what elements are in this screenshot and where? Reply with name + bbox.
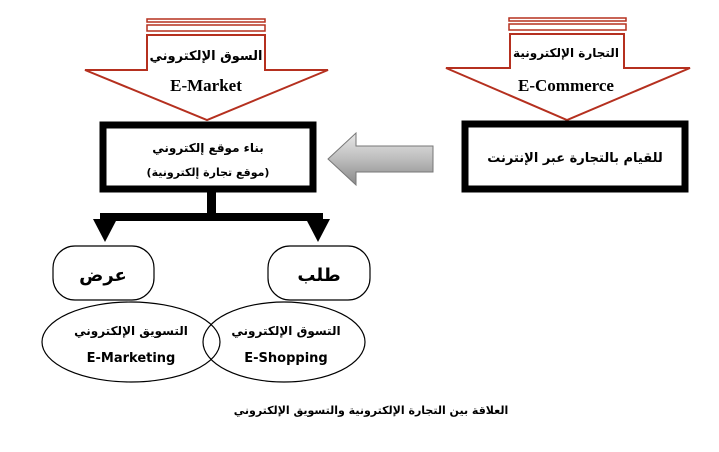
build-website-text: بناء موقع إلكتروني	[152, 141, 263, 156]
ecommerce-site-text: (موقع تجارة إلكترونية)	[147, 166, 270, 179]
internet-trade-box: للقيام بالتجارة عبر الإنترنت	[461, 120, 689, 193]
e-market-arabic-label: السوق الإلكتروني	[150, 49, 263, 64]
offer-text: عرض	[79, 265, 127, 286]
e-commerce-arabic-label: التجارة الإلكترونية	[513, 46, 619, 61]
offer-box: عرض	[52, 245, 155, 301]
internet-trade-text: للقيام بالتجارة عبر الإنترنت	[487, 151, 663, 166]
demand-box: طلب	[267, 245, 371, 301]
e-market-arrow: السوق الإلكتروني E-Market	[84, 18, 329, 122]
e-shopping-ellipse	[202, 301, 366, 383]
branch-connector	[93, 192, 330, 242]
demand-text: طلب	[297, 265, 340, 286]
e-shopping-arabic-label: التسوق الإلكتروني	[231, 324, 340, 339]
e-marketing-arabic-label: التسويق الإلكتروني	[74, 324, 188, 339]
gray-left-arrow-icon	[327, 131, 434, 187]
e-commerce-label: E-Commerce	[518, 76, 614, 95]
e-market-label: E-Market	[170, 76, 242, 95]
e-shopping-label: E-Shopping	[244, 351, 327, 366]
build-website-box: بناء موقع إلكتروني (موقع تجارة إلكترونية…	[99, 121, 317, 193]
e-commerce-arrow: التجارة الإلكترونية E-Commerce	[445, 17, 691, 122]
figure-caption: العلاقة بين التجارة الإلكترونية والتسويق…	[234, 404, 509, 417]
e-marketing-label: E-Marketing	[87, 351, 176, 366]
e-marketing-ellipse	[41, 301, 221, 383]
